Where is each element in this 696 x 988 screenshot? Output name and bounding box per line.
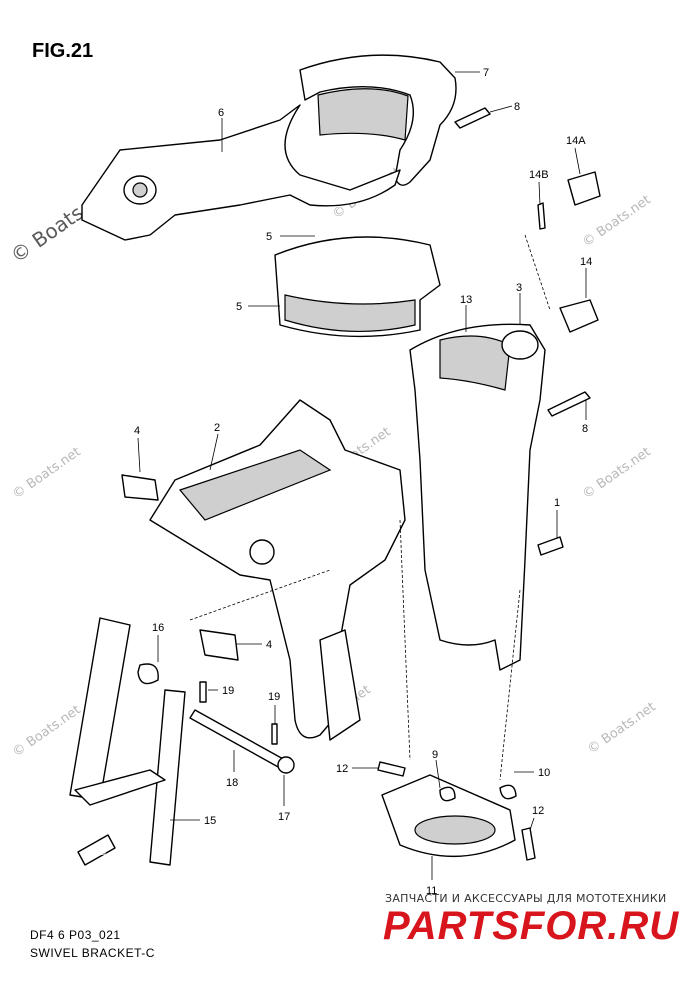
figure-name: SWIVEL BRACKET-C — [30, 946, 155, 960]
part-14b-pin — [537, 202, 546, 230]
banner-subtitle: ЗАПЧАСТИ И АКСЕССУАРЫ ДЛЯ МОТОТЕХНИКИ — [385, 892, 667, 905]
part-15-tilt-rod — [69, 617, 186, 866]
part-7-upper-clamp — [299, 54, 457, 186]
callout-8-upper: 8 — [514, 101, 520, 113]
part-16-spring — [137, 663, 159, 685]
callout-2: 2 — [214, 422, 220, 434]
part-9-spring — [439, 786, 456, 802]
callout-3: 3 — [516, 282, 522, 294]
callout-19-left: 19 — [222, 685, 234, 697]
part-8-bolt-lower — [547, 391, 591, 417]
part-2-clamp-bracket — [149, 399, 406, 741]
part-1-bolt — [537, 536, 564, 556]
part-14-knob — [559, 299, 599, 333]
callout-9: 9 — [432, 749, 438, 761]
callout-1: 1 — [554, 497, 560, 509]
callout-16: 16 — [152, 622, 164, 634]
part-14a-knob — [567, 171, 601, 206]
part-10-spring — [499, 784, 517, 800]
callout-8-lower: 8 — [582, 423, 588, 435]
part-19-pin-right — [271, 723, 278, 745]
figure-code: DF4 6 P03_021 — [30, 928, 121, 942]
part-6-swivel-arm — [81, 104, 401, 241]
callout-10: 10 — [538, 767, 550, 779]
part-4-bushing-lower — [199, 629, 239, 661]
part-4-bushing-upper — [121, 474, 159, 501]
fwd-label: FWD — [90, 850, 106, 857]
figure-title: FIG.21 — [32, 40, 94, 62]
banner-brand: PARTSFOR.RU — [383, 904, 680, 948]
callout-4-upper: 4 — [134, 425, 140, 437]
part-13-swivel-bracket — [409, 323, 546, 671]
part-12-bolt-right — [521, 827, 536, 861]
part-11-tilt-bracket — [381, 774, 516, 857]
callout-18: 18 — [226, 777, 238, 789]
part-8-bolt-upper — [454, 107, 491, 129]
callout-15: 15 — [204, 815, 216, 827]
callout-13: 13 — [460, 294, 472, 306]
callout-14a: 14A — [566, 135, 586, 147]
callout-7: 7 — [483, 67, 489, 79]
callout-14b: 14B — [529, 169, 549, 181]
callout-5-lower: 5 — [236, 301, 242, 313]
callout-17: 17 — [278, 811, 290, 823]
callout-5-upper: 5 — [266, 231, 272, 243]
part-12-bolt-left — [377, 761, 406, 777]
callout-14: 14 — [580, 256, 592, 268]
part-18-shaft — [189, 709, 295, 774]
fwd-arrow-icon: FWD — [77, 834, 116, 866]
callout-12-left: 12 — [336, 763, 348, 775]
callout-12-right: 12 — [532, 805, 544, 817]
callout-19-right: 19 — [268, 691, 280, 703]
callout-6: 6 — [218, 107, 224, 119]
part-19-pin-left — [199, 681, 207, 703]
part-5-liners — [274, 236, 441, 338]
callout-11: 11 — [426, 885, 437, 897]
callout-4-lower: 4 — [266, 639, 272, 651]
